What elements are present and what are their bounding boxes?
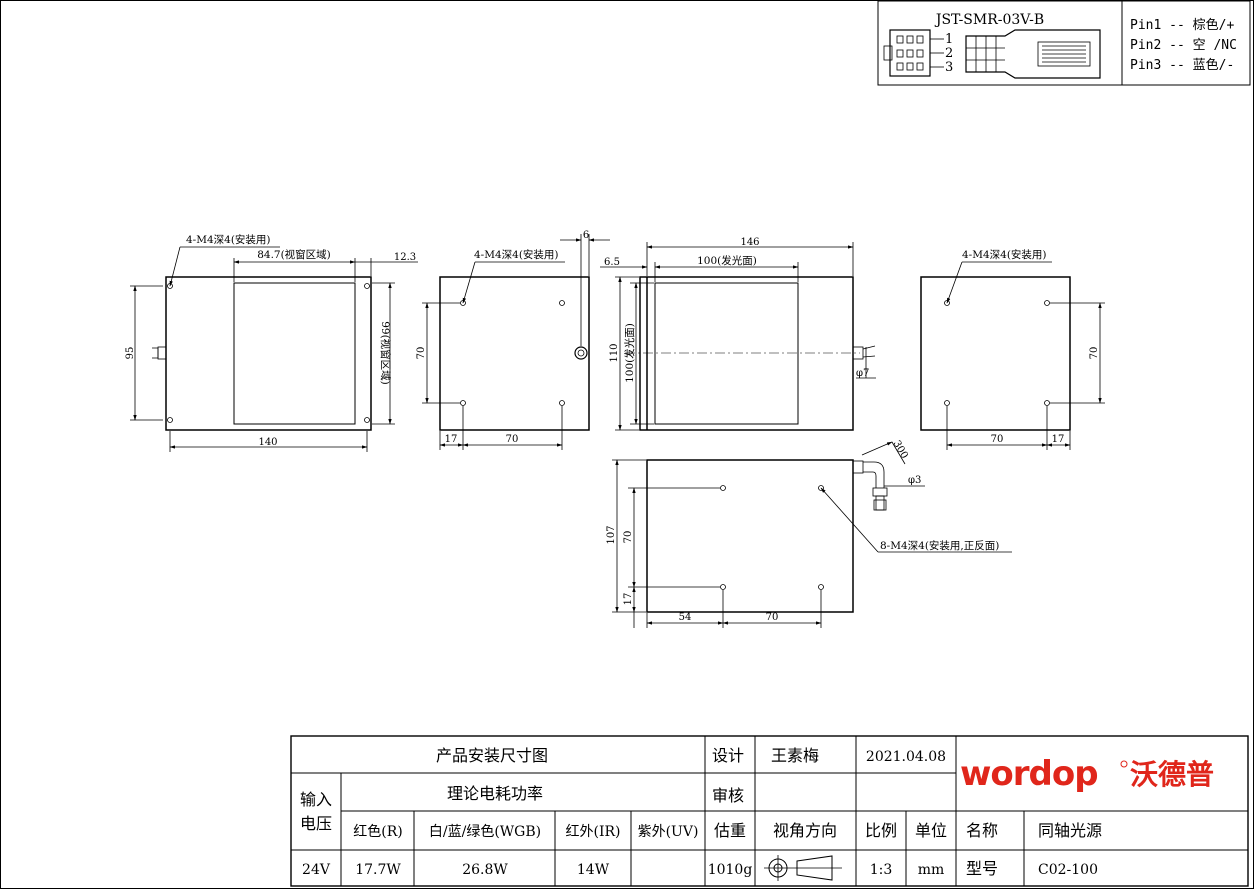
- bottom-height-dim: 107: [606, 525, 617, 544]
- bottom-vspacing-dim: 70: [623, 531, 634, 544]
- unit-value: mm: [918, 862, 945, 878]
- right-hspacing-dim: 70: [991, 434, 1004, 445]
- front-edge-dim: 12.3: [394, 252, 416, 263]
- wgb-power-value: 26.8W: [462, 862, 508, 878]
- side-view: 146 100(发光面) 6.5 110 100(发光面) φ7: [600, 237, 876, 431]
- back-view: 6 70 17 70 4-M4深4(安装用): [416, 230, 610, 450]
- back-left-dim: 17: [445, 434, 458, 445]
- pin3-text: Pin3 -- 蓝色/-: [1130, 57, 1234, 73]
- weight-value: 1010g: [708, 862, 753, 878]
- model-value: C02-100: [1038, 862, 1098, 878]
- bottom-bottom-dim: 17: [623, 593, 634, 606]
- power-header: 理论电耗功率: [447, 784, 543, 803]
- bottom-hspacing-dim: 70: [766, 612, 779, 623]
- side-emit-width-dim: 100(发光面): [697, 254, 757, 267]
- back-vspacing-dim: 70: [416, 347, 427, 360]
- brand-name-cn: 沃德普: [1130, 758, 1214, 791]
- designer-name: 王素梅: [771, 746, 819, 765]
- product-name: 同轴光源: [1038, 821, 1102, 840]
- projection-symbol-icon: [764, 855, 842, 881]
- brand-logo: wordop: [960, 754, 1098, 794]
- side-width-dim: 146: [740, 237, 759, 248]
- scale-label: 比例: [865, 821, 897, 840]
- model-label: 型号: [966, 859, 998, 878]
- front-mount-holes: 4-M4深4(安装用): [186, 233, 271, 246]
- voltage-label-2: 电压: [300, 814, 332, 833]
- drawing-title: 产品安装尺寸图: [436, 746, 548, 765]
- bottom-view: 300 φ3 8-M4深4(安装用,正反面) 107 70 17 54 70: [606, 439, 1012, 628]
- weight-label: 估重: [714, 821, 746, 840]
- ir-header: 红外(IR): [566, 824, 621, 840]
- side-height-dim: 110: [609, 343, 620, 362]
- side-emit-height-dim: 100(发光面): [623, 323, 636, 383]
- bottom-mount-holes: 8-M4深4(安装用,正反面): [880, 539, 999, 552]
- side-cable-dia: φ7: [856, 368, 869, 379]
- voltage-label-1: 输入: [300, 790, 332, 809]
- front-view-width-dim: 84.7(视窗区域): [257, 248, 331, 261]
- unit-label: 单位: [915, 821, 947, 840]
- bottom-cable-len: 300: [891, 439, 910, 461]
- red-header: 红色(R): [353, 823, 402, 840]
- title-block: 产品安装尺寸图 设计 王素梅 2021.04.08 wordop 沃德普 输入 …: [290, 735, 1249, 887]
- pin1-text: Pin1 -- 棕色/+: [1130, 17, 1234, 33]
- design-label: 设计: [712, 746, 744, 765]
- right-mount-holes: 4-M4深4(安装用): [962, 248, 1047, 261]
- voltage-value: 24V: [302, 862, 331, 878]
- uv-header: 紫外(UV): [638, 824, 699, 840]
- wgb-header: 白/蓝/绿色(WGB): [429, 823, 541, 840]
- front-width-dim: 140: [258, 437, 277, 448]
- pin-number-1: 1: [945, 32, 953, 47]
- name-label: 名称: [966, 821, 998, 840]
- pin2-text: Pin2 -- 空 /NC: [1130, 38, 1237, 53]
- pin-number-3: 3: [945, 60, 953, 75]
- front-view-height-dim: 99(视窗区域): [379, 321, 392, 385]
- review-label: 审核: [712, 786, 744, 805]
- connector-icon: 1 2 3: [883, 29, 1101, 79]
- right-offset-dim: 17: [1052, 434, 1065, 445]
- connector-box: JST-SMR-03V-B 1 2 3 Pin1 --: [877, 0, 1251, 86]
- connector-model: JST-SMR-03V-B: [934, 12, 1044, 28]
- right-view: 70 70 17 4-M4深4(安装用): [920, 248, 1105, 450]
- scale-value: 1:3: [870, 862, 893, 878]
- back-offset-dim: 6: [583, 230, 589, 241]
- view-direction-label: 视角方向: [773, 821, 837, 840]
- front-view: 95 99(视窗区域) 84.7(视窗区域) 12.3 140 4-M4深4(安…: [125, 233, 418, 452]
- front-height-dim: 95: [125, 347, 136, 360]
- back-hspacing-dim: 70: [506, 434, 519, 445]
- bottom-left-dim: 54: [679, 612, 692, 623]
- right-vspacing-dim: 70: [1089, 347, 1100, 360]
- side-edge-dim: 6.5: [604, 257, 620, 268]
- drawing-date: 2021.04.08: [866, 749, 946, 765]
- ir-power-value: 14W: [577, 862, 610, 878]
- bottom-cable-dia: φ3: [908, 475, 921, 486]
- pin-number-2: 2: [945, 46, 953, 61]
- back-mount-holes: 4-M4深4(安装用): [474, 248, 559, 261]
- red-power-value: 17.7W: [355, 862, 401, 878]
